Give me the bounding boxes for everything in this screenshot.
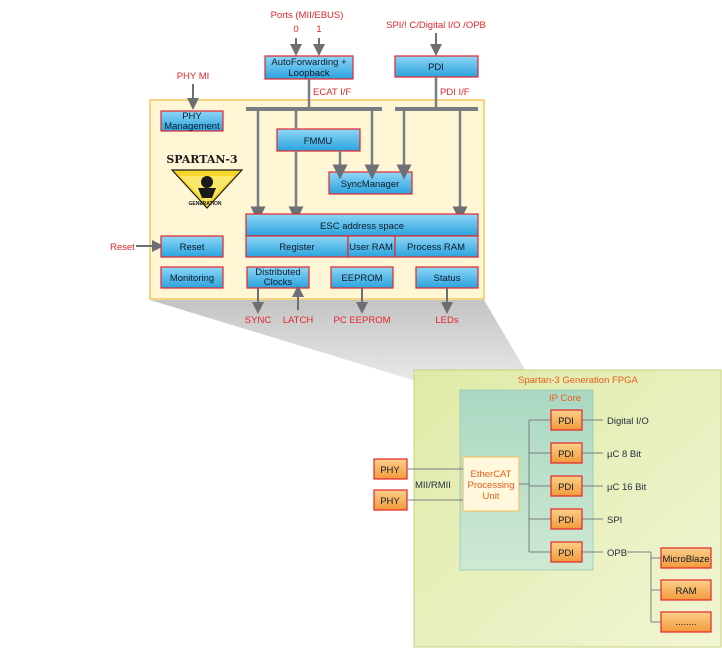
pdi-box-2-label: PDI [558, 449, 574, 460]
ram-box [660, 579, 712, 601]
port-1-label: 1 [316, 24, 321, 35]
spartan3-logo: SPARTAN-3 GENERATION [166, 153, 244, 209]
ethercat-processing-unit [462, 456, 520, 512]
pdi-output-digital-io: Digital I/O [607, 416, 649, 427]
microblaze-box [660, 547, 712, 569]
pdi-box-1 [550, 409, 583, 431]
logo-text: SPARTAN-3 [166, 153, 237, 166]
port-0-label: 0 [293, 24, 298, 35]
ram-label: RAM [675, 586, 696, 597]
pdi-box-4-label: PDI [558, 515, 574, 526]
autoforwarding-line2: Loopback [288, 68, 329, 79]
pdi-box-4 [550, 508, 583, 530]
phy-2-label: PHY [380, 496, 400, 507]
ethercat-line3: Unit [483, 491, 500, 502]
internal-links [250, 111, 468, 222]
user-ram-label: User RAM [349, 242, 393, 253]
ethercat-line2: Processing [468, 480, 515, 491]
logo-sub: GENERATION [189, 201, 222, 207]
reset-box [160, 235, 224, 258]
pdi-box-3 [550, 475, 583, 497]
distributed-clocks-line1: Distributed [255, 267, 300, 278]
pdi-tree-lines [519, 419, 661, 623]
reset-box-label: Reset [180, 242, 205, 253]
distributed-clocks-line2: Clocks [264, 277, 293, 288]
pdi-box-2 [550, 442, 583, 464]
latch-label: LATCH [283, 315, 314, 326]
fmmu-box [276, 128, 361, 152]
distributed-clocks-box [246, 266, 310, 289]
pdi-box-1-label: PDI [558, 416, 574, 427]
mii-rmii-label: MII/RMII [415, 480, 451, 491]
pdi-top-label: PDI [428, 62, 444, 73]
pdi-if-label: PDI I/F [440, 87, 470, 98]
pdi-bus [395, 107, 478, 111]
fmmu-label: FMMU [304, 136, 333, 147]
output-arrows [252, 285, 453, 314]
pdi-box-5-label: PDI [558, 548, 574, 559]
ecat-if-label: ECAT I/F [313, 87, 351, 98]
reset-label: Reset [110, 242, 135, 253]
monitoring-label: Monitoring [170, 273, 214, 284]
esc-address-space-label: ESC address space [320, 221, 404, 232]
dots-label: ........ [675, 617, 696, 628]
pdi-box-5 [550, 541, 583, 563]
phy-management-box [160, 110, 224, 132]
phy-mi-label: PHY MI [177, 71, 210, 82]
ecat-bus [246, 107, 382, 111]
pdi-output-opb: OPB [607, 548, 627, 559]
sync-label: SYNC [245, 315, 272, 326]
ethercat-line1: EtherCAT [470, 469, 511, 480]
pc-eeprom-label: PC EEPROM [333, 315, 390, 326]
pdi-output-uc16: µC 16 Bit [607, 482, 647, 493]
microblaze-label: MicroBlaze [663, 554, 710, 565]
process-ram-box [394, 235, 479, 258]
monitoring-box [160, 266, 224, 289]
ip-core-label: IP Core [549, 393, 581, 404]
spi-label: SPI/! C/Digital I/O /OPB [386, 20, 486, 31]
pdi-box-3-label: PDI [558, 482, 574, 493]
eeprom-label: EEPROM [341, 273, 382, 284]
pdi-output-uc8: µC 8 Bit [607, 449, 641, 460]
register-label: Register [279, 242, 314, 253]
dots-box [660, 611, 712, 633]
phy-1-label: PHY [380, 465, 400, 476]
phy-management-line1: PHY [182, 111, 202, 122]
pdi-boxes: PDI PDI PDI PDI PDI [550, 409, 583, 563]
process-ram-label: Process RAM [407, 242, 465, 253]
status-label: Status [434, 273, 461, 284]
pdi-output-spi: SPI [607, 515, 622, 526]
leds-label: LEDs [435, 315, 458, 326]
autoforwarding-line1: AutoForwarding + [271, 57, 347, 68]
phy-management-line2: Management [164, 121, 220, 132]
ports-label: Ports (MII/EBUS) [271, 10, 344, 21]
fpga-title: Spartan-3 Generation FPGA [518, 375, 639, 386]
syncmanager-label: SyncManager [341, 179, 400, 190]
